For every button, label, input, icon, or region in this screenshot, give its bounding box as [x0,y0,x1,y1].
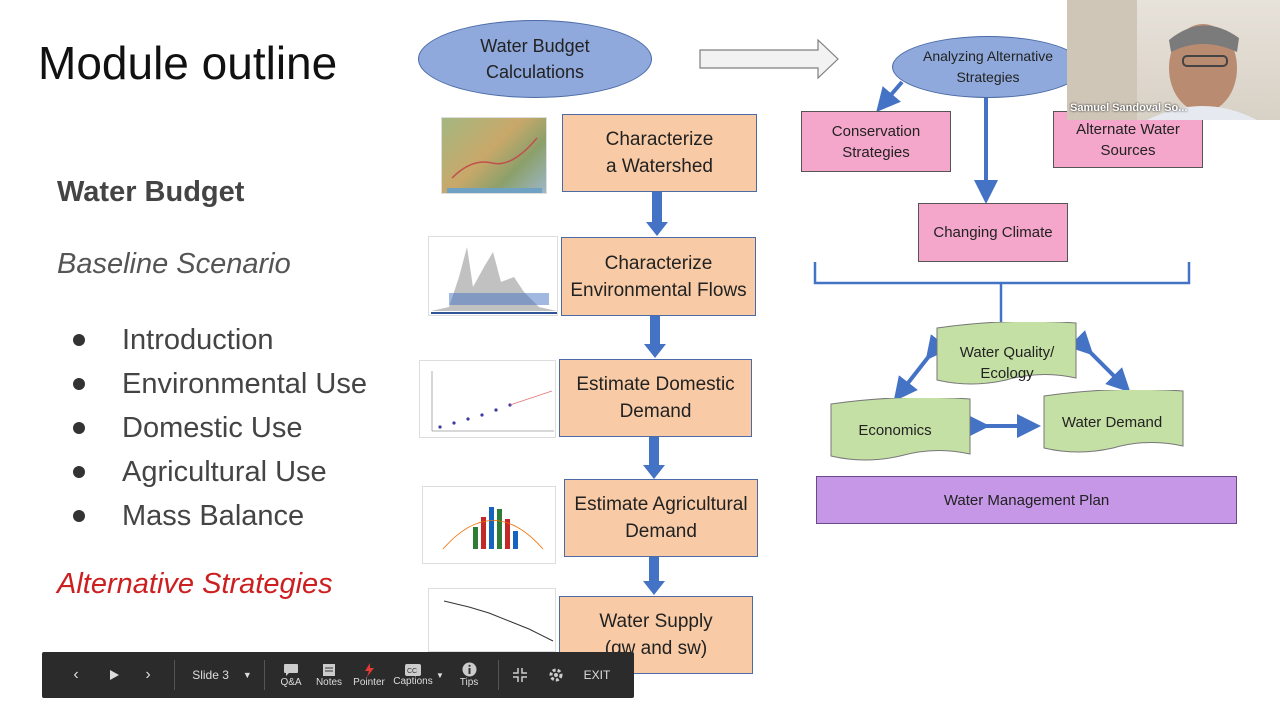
aquifer-storage-image [428,588,556,652]
brace [813,262,1191,322]
changing-climate-box: Changing Climate [918,203,1068,262]
exit-button[interactable]: EXIT [583,668,611,682]
topic-list: Introduction Environmental Use Domestic … [72,318,367,538]
slide-title: Module outline [38,37,338,89]
water-demand-label: Water Demand [1061,414,1163,431]
presenter-silhouette [1067,0,1257,120]
next-slide-button[interactable]: › [136,652,160,698]
alternative-strategies-heading: Alternative Strategies [57,568,333,600]
chevron-right-icon: › [145,666,151,683]
caret-down-icon: ▼ [242,670,252,680]
bullet-icon [73,510,85,522]
presenter-name: Samuel Sandoval So... [1070,102,1188,114]
presenter-video[interactable] [1067,0,1280,120]
notes-icon [323,663,335,676]
watershed-map-graphic [447,137,542,193]
captions-button[interactable]: CC Captions [393,652,433,698]
list-item: Agricultural Use [72,450,367,494]
population-growth-graphic [431,371,554,432]
previous-slide-button[interactable]: ‹ [64,652,88,698]
info-icon [462,662,476,677]
ag-demand-chart-image [422,486,556,564]
slide-selector-label: Slide 3 [192,668,229,682]
laser-pointer-icon [365,662,374,677]
aquifer-storage-graphic [443,600,554,642]
list-item: Introduction [72,318,367,362]
slide-control-toolbar: ‹ › Slide 3 ▼ Q&A Notes Pointer CC Capti… [42,652,634,698]
bullet-icon [73,466,85,478]
play-button[interactable] [102,652,126,698]
water-budget-heading: Water Budget [57,176,245,208]
slide-selector[interactable]: Slide 3 ▼ [182,652,262,698]
chevron-left-icon: ‹ [73,666,79,683]
hydrograph-image [428,236,558,316]
exit-fullscreen-button[interactable] [508,652,532,698]
ag-demand-chart-graphic [442,507,544,550]
list-item: Mass Balance [72,494,367,538]
bullet-icon [73,378,85,390]
list-item: Environmental Use [72,362,367,406]
population-growth-image [419,360,556,438]
water-demand-shape [1043,390,1184,453]
play-icon [110,670,119,680]
chat-icon [284,663,298,676]
hydrograph-graphic [431,247,557,314]
water-quality-shape [936,322,1077,385]
step-down-arrows [643,192,668,595]
list-item: Domestic Use [72,406,367,450]
caret-down-icon: ▼ [436,670,444,680]
captions-dropdown[interactable]: ▼ [434,652,446,698]
svg-text:CC: CC [407,668,417,675]
flow-right-arrow [699,38,839,80]
bullet-icon [73,334,85,346]
water-management-plan-box: Water Management Plan [816,476,1237,524]
baseline-scenario-heading: Baseline Scenario [57,248,291,280]
economics-label: Economics [858,422,932,439]
watershed-map-image [441,117,547,194]
bullet-icon [73,422,85,434]
captions-icon: CC [405,663,421,676]
pointer-button[interactable]: Pointer [352,652,386,698]
collapse-icon [513,668,527,682]
notes-button[interactable]: Notes [314,652,344,698]
tips-button[interactable]: Tips [456,652,482,698]
qa-button[interactable]: Q&A [276,652,306,698]
settings-button[interactable] [544,652,568,698]
economics-shape [830,398,971,461]
gear-icon [549,668,563,682]
water-quality-label: Water Quality/Ecology [959,344,1055,382]
